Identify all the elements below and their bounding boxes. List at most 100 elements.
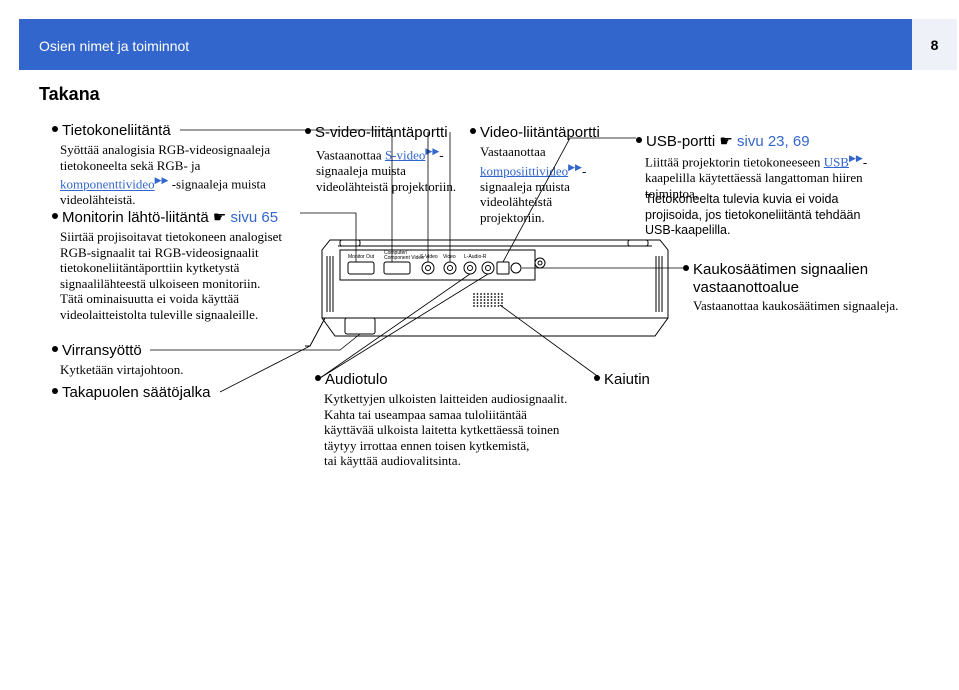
- page-header: Osien nimet ja toiminnot: [19, 19, 912, 70]
- grille-hole: [473, 299, 475, 301]
- grille-hole: [483, 305, 486, 307]
- panel-screw: [534, 257, 546, 269]
- grille-hole: [490, 302, 493, 304]
- grille-hole: [473, 296, 475, 298]
- grille-hole: [483, 293, 486, 295]
- grille-hole: [476, 296, 479, 298]
- bullet-icon: [52, 126, 58, 133]
- computer-port-label: Tietokoneliitäntä: [52, 122, 171, 139]
- panel-audio-text: L-Audio-R: [464, 254, 487, 260]
- grille-hole: [501, 299, 503, 301]
- remote-receiver: [510, 262, 522, 274]
- panel-component-text: Component Video: [384, 255, 424, 261]
- grille-hole: [497, 293, 500, 295]
- video-port: [443, 261, 457, 275]
- bullet-icon: [305, 128, 311, 135]
- grille-hole: [501, 302, 503, 304]
- bullet-icon: [470, 128, 476, 135]
- grille-hole: [497, 305, 500, 307]
- bullet-icon: [315, 375, 321, 382]
- grille-hole: [473, 305, 475, 307]
- audio-l-port: [463, 261, 477, 275]
- grille-hole: [480, 299, 482, 301]
- bullet-icon: [636, 137, 642, 144]
- page-number: 8: [912, 19, 957, 70]
- usb-port: [496, 261, 510, 275]
- right-vent: [655, 256, 663, 312]
- pointing-hand-icon: ☛: [719, 133, 733, 150]
- component-video-link[interactable]: komponenttivideo: [60, 176, 155, 192]
- panel-video-text: Video: [443, 254, 456, 260]
- audio-in-desc: Kytkettyjen ulkoisten laitteiden audiosi…: [324, 391, 568, 469]
- glossary-arrow-icon: ▶▶: [154, 175, 169, 186]
- speaker-grille: [473, 293, 503, 307]
- usb-link[interactable]: USB: [823, 154, 849, 170]
- bullet-icon: [52, 388, 58, 395]
- monitor-out-port: [347, 261, 375, 275]
- grille-hole: [487, 305, 489, 307]
- grille-hole: [497, 296, 500, 298]
- grille-hole: [501, 296, 503, 298]
- power-inlet-label: Virransyöttö: [52, 342, 142, 359]
- power-inlet: [344, 317, 376, 335]
- grille-hole: [473, 302, 475, 304]
- grille-hole: [487, 302, 489, 304]
- speaker-label: Kaiutin: [594, 371, 650, 388]
- grille-hole: [501, 293, 503, 295]
- grille-hole: [490, 305, 493, 307]
- svideo-link[interactable]: S-video: [384, 147, 426, 163]
- grille-hole: [494, 293, 496, 295]
- grille-hole: [476, 302, 479, 304]
- power-inlet-desc: Kytketään virtajohtoon.: [60, 362, 184, 377]
- svideo-port-label: S-video-liitäntäportti: [305, 124, 448, 141]
- glossary-arrow-icon: ▶▶: [568, 161, 582, 172]
- bullet-icon: [52, 213, 58, 220]
- composite-video-link[interactable]: komposiittivideo: [480, 162, 569, 178]
- grille-hole: [480, 305, 482, 307]
- grille-hole: [494, 296, 496, 298]
- glossary-arrow-icon: ▶▶: [425, 146, 440, 156]
- video-port-label: Video-liitäntäportti: [470, 124, 600, 141]
- grille-hole: [497, 302, 500, 304]
- svideo-port-desc: Vastaanottaa S-video▶▶- signaaleja muist…: [316, 146, 457, 194]
- grille-hole: [476, 305, 479, 307]
- grille-hole: [487, 293, 489, 295]
- grille-hole: [494, 302, 496, 304]
- remote-receiver-label-2: vastaanottoalue: [693, 279, 799, 296]
- left-vent: [326, 256, 334, 312]
- usb-port-desc: Liittää projektorin tietokoneeseen USB▶▶…: [645, 153, 868, 201]
- top-rib: [627, 239, 649, 247]
- grille-hole: [490, 296, 493, 298]
- monitor-out-label: Monitorin lähtö-liitäntä ☛ sivu 65: [52, 208, 278, 226]
- audio-in-label: Audiotulo: [315, 371, 388, 388]
- usb-port-label: USB-portti ☛ sivu 23, 69: [636, 132, 810, 150]
- grille-hole: [480, 302, 482, 304]
- bullet-icon: [683, 265, 689, 272]
- computer-port: [383, 261, 411, 275]
- svideo-port: [421, 261, 435, 275]
- remote-receiver-label: Kaukosäätimen signaalien: [683, 261, 868, 278]
- video-port-desc: Vastaanottaa komposiittivideo▶▶- signaal…: [480, 144, 587, 225]
- monitor-out-page-ref[interactable]: sivu 65: [230, 209, 279, 226]
- grille-hole: [487, 299, 489, 301]
- grille-hole: [473, 293, 475, 295]
- grille-hole: [490, 299, 493, 301]
- rear-foot-label: Takapuolen säätöjalka: [52, 384, 210, 401]
- grille-hole: [476, 293, 479, 295]
- grille-hole: [487, 296, 489, 298]
- remote-receiver-desc: Vastaanottaa kaukosäätimen signaaleja.: [693, 298, 899, 313]
- projector-edge: [305, 317, 326, 347]
- panel-monitor-out-text: Monitor Out: [348, 254, 375, 260]
- panel-computer-text: Computer/: [384, 250, 408, 256]
- grille-hole: [480, 296, 482, 298]
- usb-page-ref[interactable]: sivu 23, 69: [736, 133, 810, 150]
- header-title: Osien nimet ja toiminnot: [39, 38, 190, 54]
- section-title: Takana: [39, 84, 100, 104]
- projector-base: [321, 317, 669, 337]
- grille-hole: [494, 305, 496, 307]
- bullet-icon: [594, 375, 600, 382]
- bullet-icon: [52, 346, 58, 353]
- pointing-hand-icon: ☛: [212, 209, 227, 226]
- grille-hole: [494, 299, 496, 301]
